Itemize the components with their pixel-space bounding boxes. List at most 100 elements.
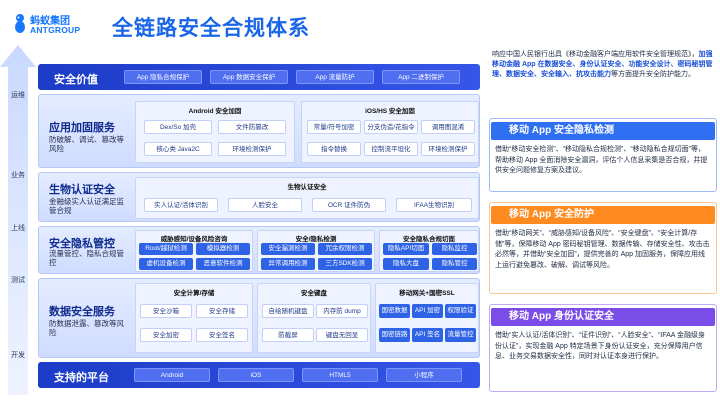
layer-subtitle: 防数据泄露、篡改等风险 <box>49 319 124 338</box>
layer-title: 应用加固服务 <box>49 122 115 134</box>
section-text-protect: 借助“移动网关”、“威胁感知/设备风险”、“安全键盘”、“安全计算/存储”等，保… <box>495 230 710 269</box>
chip-emulator-detect: 模拟器检测 <box>196 243 250 255</box>
lifecycle-axis: 运维 业务 上线 测试 开发 <box>0 45 36 395</box>
page-title: 全链路安全合规体系 <box>112 17 310 40</box>
secure-compute-panel: 安全计算/存储 安全沙箱 安全存储 安全加密 安全签名 <box>135 283 253 353</box>
chip-android: Android <box>134 368 210 382</box>
section-frame-identity <box>489 304 717 392</box>
chip-html5: HTML5 <box>302 368 378 382</box>
layer-title: 数据安全服务 <box>49 306 115 318</box>
chip-anti-screenshot: 防截屏 <box>262 328 314 342</box>
chip-perm-verify: 权限验证 <box>445 304 476 318</box>
layer-data-security: 数据安全服务 防数据泄露、篡改等风险 安全计算/存储 安全沙箱 安全存储 安全加… <box>38 278 480 358</box>
axis-label-test: 测试 <box>11 277 25 284</box>
chip-instr-replace: 指令替换 <box>307 142 361 156</box>
layer-title: 安全隐私管控 <box>49 238 115 250</box>
bio-auth-group-title: 生物认证安全 <box>287 184 327 191</box>
chip-anti-dump: 内存防 dump <box>316 304 368 318</box>
layer-title: 支持的平台 <box>54 372 109 384</box>
chip-env-detect: 环境检测保护 <box>218 142 286 156</box>
chip-sandbox: 安全沙箱 <box>140 304 192 318</box>
chip-sdk-detect: 三方SDK检测 <box>318 258 372 270</box>
section-frame-protect <box>489 202 717 294</box>
secure-compute-title: 安全计算/存储 <box>173 290 215 297</box>
gateway-title: 移动网关+国密SSL <box>399 290 455 297</box>
chip-sm-link: 国密链路 <box>379 328 410 342</box>
section-title-protect: 移动 App 安全防护 <box>491 206 715 224</box>
chip-api-encrypt: API 加密 <box>412 304 443 318</box>
chip-face-security: 人脸安全 <box>228 198 302 212</box>
section-title-detect: 移动 App 安全隐私检测 <box>491 122 715 140</box>
chip-callgraph-obf: 调用图混淆 <box>421 120 475 134</box>
chip-dex-so-pack: Dex/So 加壳 <box>144 120 212 134</box>
chip-cf-flatten: 控制流平坦化 <box>364 142 418 156</box>
android-title: Android 安全加固 <box>188 108 242 115</box>
chip-sm-data: 国密数据 <box>379 304 410 318</box>
intro-text: 响应中国人民银行出具《移动金融客户端应用软件安全管理规范》，加强移动金融 App… <box>492 50 714 80</box>
intro-highlight: 加强移动金融 App 在数据安全、身份认证安全、功能安全设计、密码秘钥管理、数据… <box>492 51 713 79</box>
threat-title: 威胁感知/设备风险咨询 <box>160 236 228 243</box>
ios-panel: iOS/HS 安全加固 常量/符号加密 分支伪造/花指令 调用图混淆 指令替换 … <box>301 101 479 163</box>
secure-keyboard-title: 安全键盘 <box>301 290 327 297</box>
chip-api-sign: API 签名 <box>412 328 443 342</box>
chip-malware-detect: 恶意软件检测 <box>196 258 250 270</box>
chip-binary-protection: App 二进制保护 <box>382 70 460 84</box>
chip-perm-detect: 冗余权限检测 <box>318 243 372 255</box>
chip-ocr-anti-fake: OCR 证件防伪 <box>312 198 386 212</box>
chip-root-detect: Root/越狱检测 <box>139 243 193 255</box>
chip-const-encrypt: 常量/符号加密 <box>307 120 361 134</box>
chip-traffic-protection: App 流量防护 <box>296 70 374 84</box>
chip-traffic-control: 流量管控 <box>445 328 476 342</box>
chip-branch-fake: 分支伪造/花指令 <box>364 120 418 134</box>
axis-label-business: 业务 <box>11 172 25 179</box>
intro-plain-1: 响应中国人民银行出具《移动金融客户端应用软件安全管理规范》， <box>492 51 699 58</box>
layer-platforms: 支持的平台 Android iOS HTML5 小程序 <box>38 362 480 388</box>
chip-privacy-compliance: App 隐私合规保护 <box>124 70 202 84</box>
privacy-aspect-panel: 安全隐私合规切面 隐私API切面 隐私监控 隐私大盘 隐私管控 <box>379 230 479 272</box>
chip-vm-detect: 虚机设备检测 <box>139 258 193 270</box>
gateway-panel: 移动网关+国密SSL 国密数据 API 加密 权限验证 国密链路 API 签名 … <box>375 283 479 353</box>
chip-liveness: 实人认证/活体识别 <box>144 198 218 212</box>
layer-title: 生物认证安全 <box>49 184 115 196</box>
chip-java2c: 核心类 Java2C <box>144 142 212 156</box>
privacy-aspect-title: 安全隐私合规切面 <box>403 236 455 243</box>
layer-subtitle: 防破解、调试、篡改等风险 <box>49 135 124 154</box>
chip-no-echo: 键盘无回显 <box>316 328 368 342</box>
intro-plain-2: 等方面提升安全防护能力。 <box>611 71 695 79</box>
section-text-detect: 借助“移动安全检测”、“移动隐私合规检测”、“移动隐私合规切面”等，帮助移动 A… <box>495 146 708 174</box>
ios-title: iOS/HS 安全加固 <box>365 108 415 115</box>
bio-auth-panel: 生物认证安全 实人认证/活体识别 人脸安全 OCR 证件防伪 IFAA生物识别 <box>135 177 479 219</box>
secure-keyboard-panel: 安全键盘 自绘随机键盘 内存防 dump 防截屏 键盘无回显 <box>257 283 371 353</box>
axis-arrow-icon <box>0 45 36 395</box>
ant-group-logo: 蚂蚁集团 ANTGROUP <box>12 10 96 44</box>
android-panel: Android 安全加固 Dex/So 加壳 文件防篡改 核心类 Java2C … <box>135 101 295 163</box>
chip-privacy-control: 隐私管控 <box>432 258 477 270</box>
chip-privacy-api: 隐私API切面 <box>383 243 429 255</box>
chip-ifaa: IFAA生物识别 <box>396 198 472 212</box>
section-text-identity: 借助“实人认证/活体识别”、“证件识别”、“人脸安全”、“IFAA 金融级身份认… <box>495 332 705 360</box>
ant-logo-icon <box>15 14 25 33</box>
chip-privacy-monitor: 隐私监控 <box>432 243 477 255</box>
axis-label-launch: 上线 <box>11 225 25 232</box>
section-title-identity: 移动 App 身份认证安全 <box>491 308 715 326</box>
logo-text-cn: 蚂蚁集团 <box>30 16 70 27</box>
layer-bio-auth: 生物认证安全 金融级实人认证满足监管合规 生物认证安全 实人认证/活体识别 人脸… <box>38 172 480 222</box>
chip-secure-storage: 安全存储 <box>196 304 248 318</box>
section-frame-detect <box>489 118 717 192</box>
layer-privacy: 安全隐私管控 流量管控、隐私合规管控 威胁感知/设备风险咨询 Root/越狱检测… <box>38 226 480 274</box>
privacy-detect-panel: 安全/隐私检测 安全漏洞检测 冗余权限检测 异常调用检测 三方SDK检测 <box>257 230 375 272</box>
chip-data-security: App 数据安全保护 <box>210 70 288 84</box>
chip-abnormal-call: 异常调用检测 <box>261 258 315 270</box>
chip-vuln-detect: 安全漏洞检测 <box>261 243 315 255</box>
axis-label-ops: 运维 <box>11 92 25 99</box>
chip-ios-env-detect: 环境检测保护 <box>421 142 475 156</box>
layer-title: 安全价值 <box>54 74 98 86</box>
logo-text-en: ANTGROUP <box>30 25 81 35</box>
privacy-detect-title: 安全/隐私检测 <box>295 236 337 243</box>
layer-subtitle: 金融级实人认证满足监管合规 <box>49 197 124 216</box>
layer-subtitle: 流量管控、隐私合规管控 <box>49 249 124 268</box>
chip-file-tamper: 文件防篡改 <box>218 120 286 134</box>
chip-secure-encrypt: 安全加密 <box>140 328 192 342</box>
chip-mini-program: 小程序 <box>386 368 462 382</box>
threat-panel: 威胁感知/设备风险咨询 Root/越狱检测 模拟器检测 虚机设备检测 恶意软件检… <box>135 230 253 272</box>
